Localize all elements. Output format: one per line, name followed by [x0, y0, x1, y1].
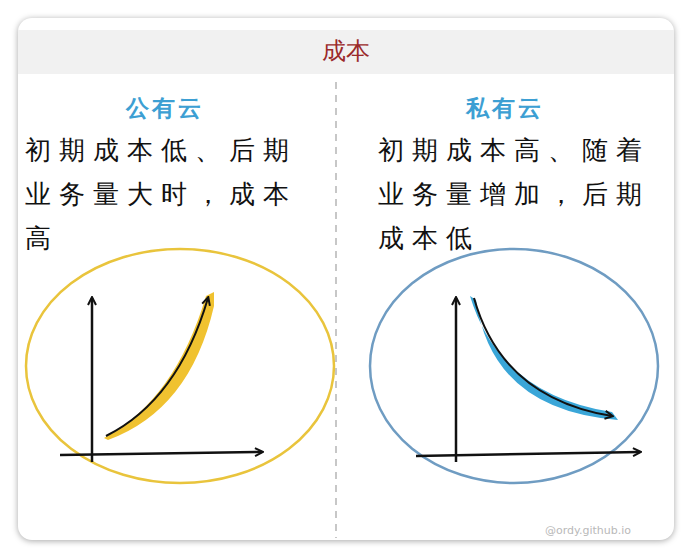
rising-curve-fill	[104, 292, 214, 440]
divider-line	[335, 82, 337, 538]
x-axis	[416, 452, 640, 456]
y-axis	[91, 298, 94, 462]
column-text: 初期成本低、后期业务量大时，成本高	[25, 128, 317, 260]
column-heading: 私有云	[380, 93, 630, 123]
falling-curve-fill	[470, 296, 618, 420]
column-text: 初期成本高、随着业务量增加，后期成本低	[378, 128, 670, 260]
column-heading: 公有云	[40, 93, 290, 123]
x-axis	[60, 452, 262, 455]
watermark: @ordy.github.io	[545, 524, 631, 538]
header-title: 成本	[18, 36, 674, 66]
card-panel	[18, 18, 674, 540]
falling-curve	[474, 298, 612, 416]
y-axis	[455, 298, 458, 462]
rising-curve	[106, 298, 208, 436]
public-circle	[26, 249, 334, 483]
private-circle	[370, 249, 658, 483]
